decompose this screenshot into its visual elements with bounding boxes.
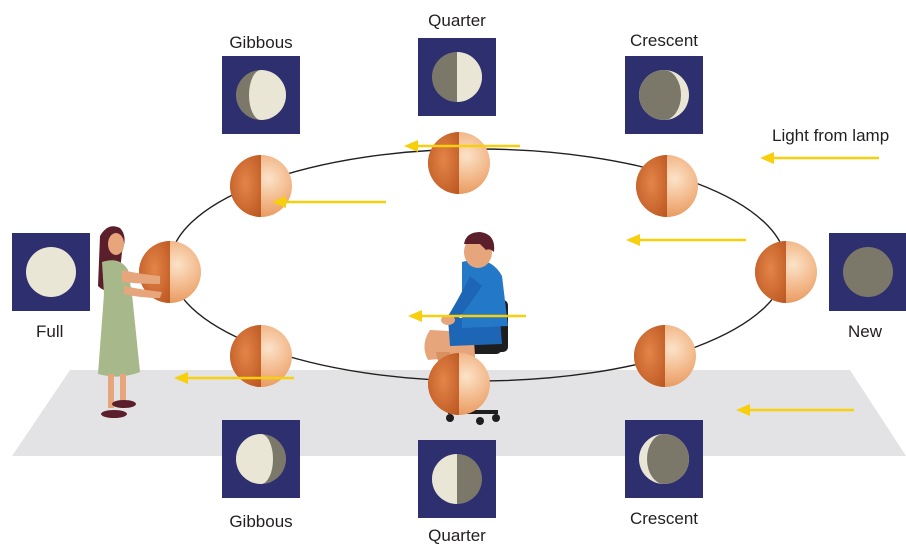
moon-ball-crescent-top [636, 155, 698, 217]
panel-full [12, 233, 90, 311]
panel-quarter-top [418, 38, 496, 116]
panel-crescent-bottom [625, 420, 703, 498]
label-new: New [848, 322, 883, 341]
moon-ball-full [139, 241, 201, 303]
arrow-left-icon [272, 196, 386, 208]
panel-gibbous-top [222, 56, 300, 134]
arrow-left-icon [760, 152, 879, 164]
panel-crescent-top [625, 56, 703, 134]
person-standing-icon [98, 226, 162, 418]
label-light-from-lamp: Light from lamp [772, 126, 889, 145]
arrow-left-icon [404, 140, 520, 152]
arrow-left-icon [626, 234, 746, 246]
arrow-left-icon [174, 372, 294, 384]
moon-ball-quarter-bottom [428, 353, 490, 415]
person-seated-icon [424, 232, 508, 425]
moon-ball-gibbous-top [230, 155, 292, 217]
panel-new [829, 233, 906, 311]
panel-gibbous-bottom [222, 420, 300, 498]
moon-ball-gibbous-bottom [230, 325, 292, 387]
moon-ball-crescent-bottom [634, 325, 696, 387]
moon-ball-quarter-top [428, 132, 490, 194]
label-gibbous-top: Gibbous [229, 33, 292, 52]
label-crescent-bottom: Crescent [630, 509, 698, 528]
label-quarter-bottom: Quarter [428, 526, 486, 545]
arrow-left-icon [408, 310, 526, 322]
moon-ball-new [755, 241, 817, 303]
label-quarter-top: Quarter [428, 11, 486, 30]
panel-quarter-bottom [418, 440, 496, 518]
arrow-left-icon [736, 404, 854, 416]
label-crescent-top: Crescent [630, 31, 698, 50]
label-full: Full [36, 322, 63, 341]
label-gibbous-bottom: Gibbous [229, 512, 292, 531]
